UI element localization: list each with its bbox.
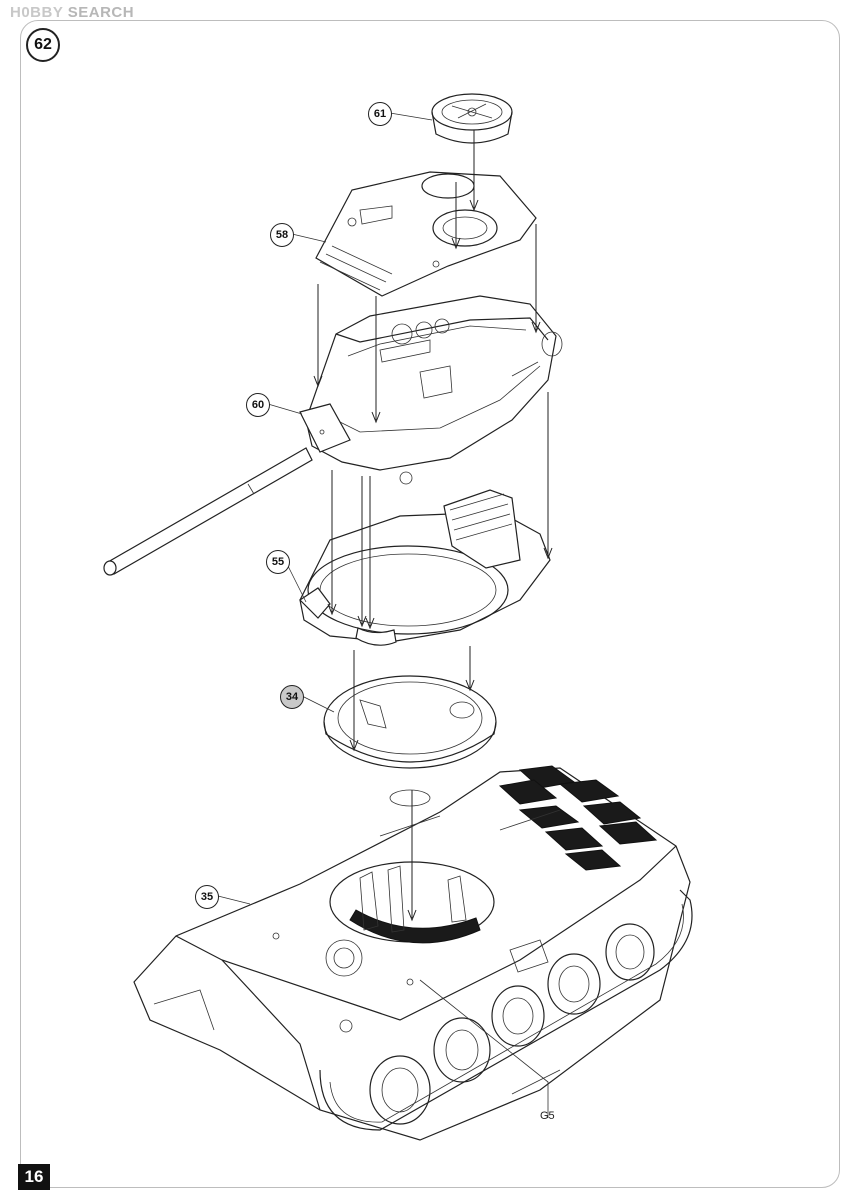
page-number: 16 xyxy=(18,1164,50,1190)
hobby-search-watermark: H0BBY SEARCH xyxy=(10,4,134,21)
callout-part-35: 35 xyxy=(195,885,219,909)
part-g5-label: G5 xyxy=(540,1110,555,1122)
callout-part-34: 34 xyxy=(280,685,304,709)
part-61-cupola-drawing xyxy=(431,93,513,144)
g5-part-line xyxy=(511,1069,561,1095)
watermark-logo: H0BBY xyxy=(10,4,64,21)
callout-part-60: 60 xyxy=(246,393,270,417)
part-34-ring-base-drawing xyxy=(323,675,497,807)
part-35-hull-drawing xyxy=(133,765,693,1141)
part-55-turret-ring-drawing xyxy=(299,489,551,646)
callout-part-55: 55 xyxy=(266,550,290,574)
part-58-turret-roof-drawing xyxy=(315,171,537,297)
road-wheels xyxy=(369,923,655,1125)
assembly-arrows xyxy=(313,130,553,922)
callout-part-58: 58 xyxy=(270,223,294,247)
step-number-badge: 62 xyxy=(26,28,60,62)
part-60-turret-drawing xyxy=(103,295,563,576)
watermark-text: SEARCH xyxy=(67,4,135,21)
g5-leader xyxy=(419,979,549,1118)
callout-part-61: 61 xyxy=(368,102,392,126)
